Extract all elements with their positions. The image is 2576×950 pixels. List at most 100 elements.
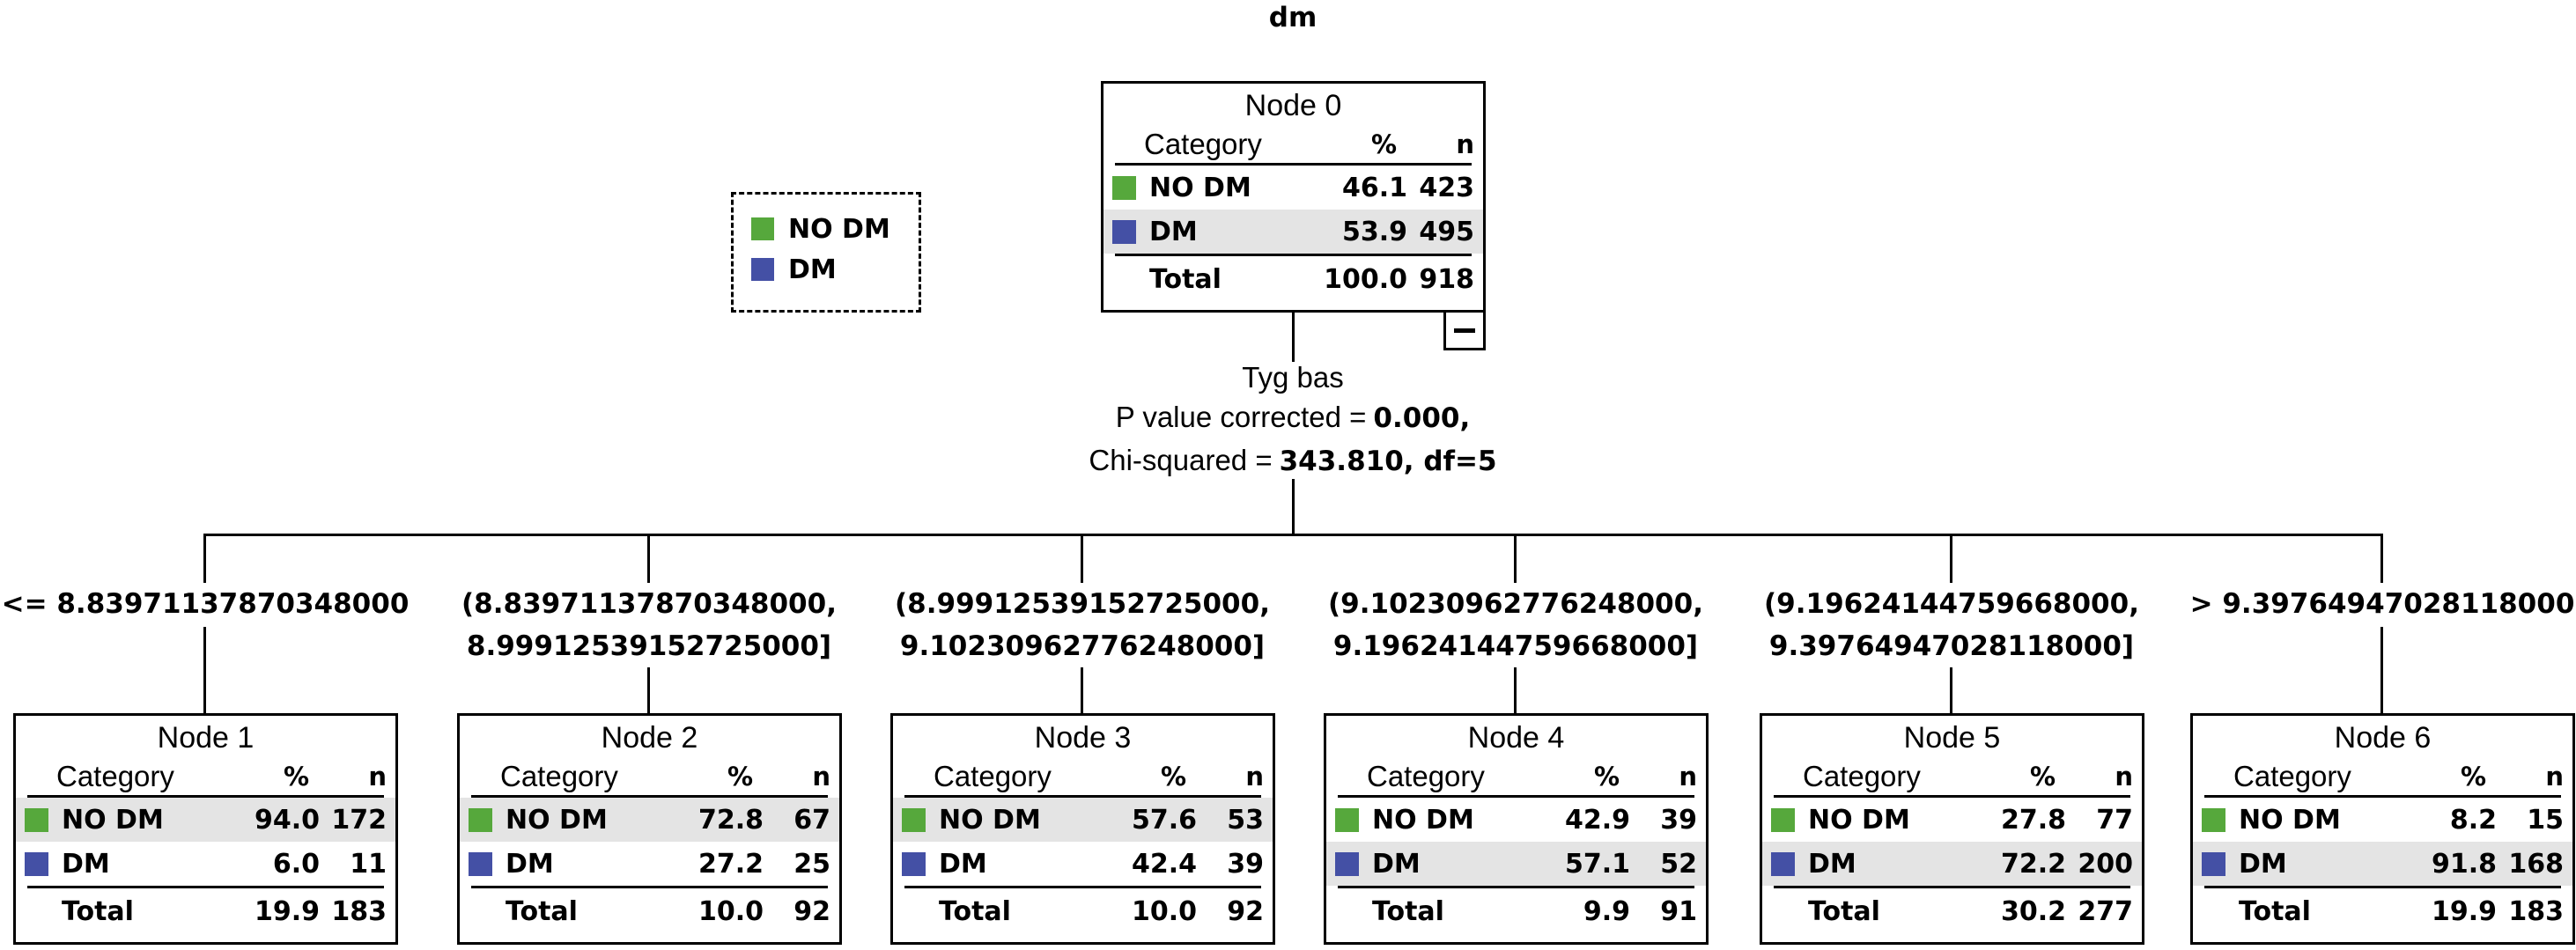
category-row-no-dm: NO DM 72.8 67 [460,798,839,842]
dm-swatch-icon [2202,851,2225,876]
no-dm-swatch-icon [1771,807,1795,832]
percent-value: 94.0 [254,804,320,836]
node-title: Node 1 [157,721,255,755]
category-row-dm: DM 72.2 200 [1762,842,2142,886]
category-row-no-dm: NO DM 57.6 53 [893,798,1273,842]
legend-label: NO DM [788,213,890,245]
node-title: Node 0 [1244,89,1342,122]
branch-label-2: (8.83971137870348000,8.99912539152725000… [461,588,837,662]
divider [1115,254,1472,256]
column-n: n [812,762,830,792]
connector-horizontal [203,534,2383,536]
table-header: Category % n [460,758,839,795]
percent-value: 57.1 [1564,848,1630,880]
divider [1115,163,1472,166]
n-value: 172 [331,804,387,836]
branch-label-4: (9.10230962776248000,9.19624144759668000… [1328,588,1703,662]
n-value: 53 [1227,804,1264,836]
dm-swatch-icon [1112,219,1136,244]
table-header: Category % n [1103,126,1483,163]
divider [1338,886,1694,888]
percent-value: 72.8 [698,804,764,836]
category-label: DM [62,848,110,880]
percent-value: 53.9 [1341,216,1407,247]
total-percent: 100.0 [1324,263,1407,295]
category-row-dm: DM 91.8 168 [2193,842,2572,886]
category-label: DM [506,848,554,880]
column-percent: % [2029,762,2056,792]
dm-color-swatch [751,258,774,281]
category-label: NO DM [2239,804,2341,836]
branch-label-3: (8.99912539152725000,9.10230962776248000… [895,588,1270,662]
total-label: Total [1149,263,1222,295]
category-label: NO DM [1808,804,1910,836]
column-percent: % [1160,762,1186,792]
branch-label-1: <= 8.83971137870348000 [1,588,410,620]
no-dm-swatch-icon [2202,807,2225,832]
category-row-dm: DM 6.0 11 [16,842,395,886]
connector-node-6 [2380,627,2383,713]
category-label: DM [939,848,987,880]
divider [471,886,828,888]
divider [27,886,384,888]
dm-swatch-icon [902,851,926,876]
total-row: Total 10.0 92 [893,888,1273,934]
category-row-dm: DM 57.1 52 [1326,842,1706,886]
node-5: Node 5 Category % n NO DM 27.8 77 DM 72.… [1760,713,2144,945]
total-label: Total [939,895,1011,927]
connector-node-3 [1081,667,1083,713]
total-label: Total [62,895,134,927]
percent-value: 8.2 [2449,804,2497,836]
category-row-no-dm: NO DM 42.9 39 [1326,798,1706,842]
category-label: DM [1372,848,1421,880]
total-n: 183 [331,895,387,927]
minus-icon [1454,328,1475,333]
divider [904,795,1261,798]
percent-value: 57.6 [1131,804,1197,836]
total-label: Total [2239,895,2311,927]
table-header: Category % n [16,758,395,795]
n-value: 168 [2508,848,2564,880]
split-chi-squared-line: Chi-squared =343.810, df=5 [1089,444,1497,477]
table-header: Category % n [1762,758,2142,795]
divider [1774,886,2130,888]
percent-value: 42.4 [1131,848,1197,880]
category-row-no-dm: NO DM 27.8 77 [1762,798,2142,842]
n-value: 25 [793,848,830,880]
total-label: Total [506,895,578,927]
split-p-value-line: P value corrected =0.000, [1115,401,1471,434]
divider [904,886,1261,888]
total-label: Total [1372,895,1444,927]
category-label: NO DM [1149,172,1251,203]
column-percent: % [1370,129,1397,159]
percent-value: 42.9 [1564,804,1630,836]
total-percent: 19.9 [254,895,320,927]
no-dm-swatch-icon [1112,175,1136,200]
divider [471,795,828,798]
category-label: NO DM [1372,804,1474,836]
category-label: NO DM [506,804,608,836]
table-header: Category % n [893,758,1273,795]
node-4: Node 4 Category % n NO DM 42.9 39 DM 57.… [1324,713,1709,945]
legend-label: DM [788,254,837,285]
category-label: DM [2239,848,2287,880]
connector-branch-3 [1081,534,1083,583]
connector-node-4 [1514,667,1517,713]
percent-value: 27.8 [2000,804,2066,836]
split-variable: Tyg bas [1242,361,1344,394]
column-n: n [2545,762,2564,792]
column-n: n [2115,762,2133,792]
split-info: Tyg bas P value corrected =0.000, Chi-sq… [853,359,1733,482]
percent-value: 91.8 [2431,848,2497,880]
branch-label-5: (9.19624144759668000,9.39764947028118000… [1764,588,2139,662]
connector-node-5 [1950,667,1952,713]
node-3: Node 3 Category % n NO DM 57.6 53 DM 42.… [890,713,1275,945]
node-2: Node 2 Category % n NO DM 72.8 67 DM 27.… [457,713,842,945]
branch-label-6: > 9.39764947028118000 [2189,588,2575,620]
divider [2204,795,2561,798]
total-n: 277 [2078,895,2133,927]
total-row: Total 100.0 918 [1103,256,1483,302]
collapse-node-button[interactable] [1443,310,1486,350]
connector-branch-6 [2380,534,2383,583]
